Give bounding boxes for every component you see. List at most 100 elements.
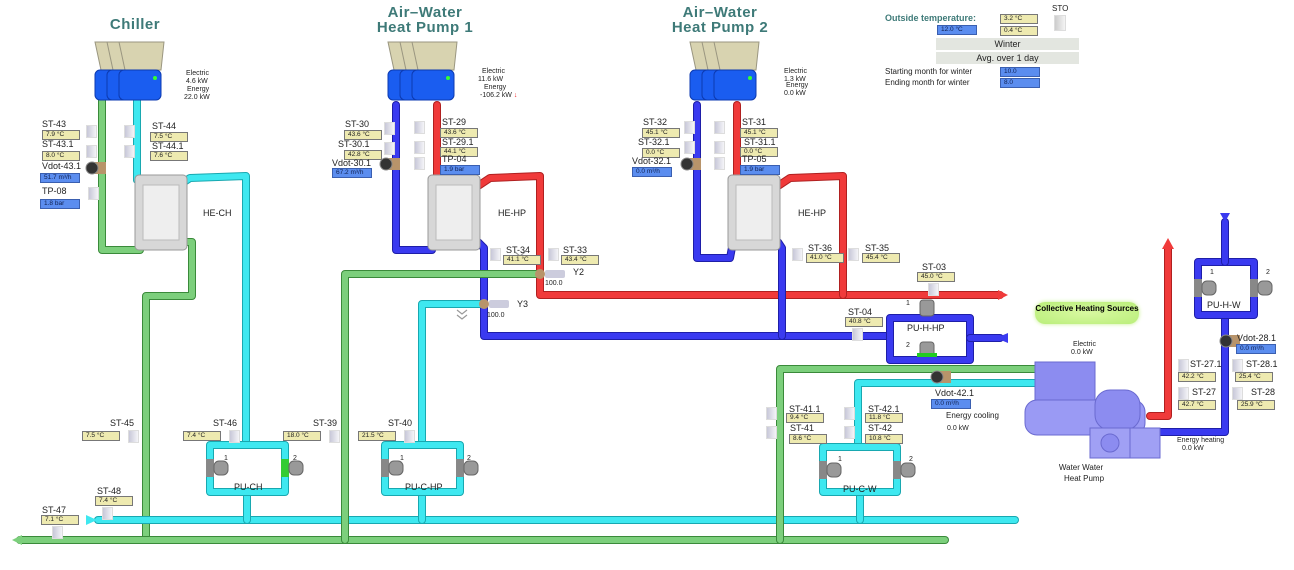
temperature-sensor-icon — [684, 121, 695, 134]
sensor-value-vdot-43-1: 51.7 m³/h — [40, 173, 80, 183]
pu-c-hp-label: PU-C-HP — [405, 482, 443, 492]
sensor-value-st-31: 45.1 °C — [740, 128, 778, 138]
sensor-label-st-32: ST-32 — [643, 117, 668, 127]
temperature-sensor-icon — [404, 430, 415, 443]
wwhp-hot-arrow-icon — [1162, 238, 1174, 249]
pu-h-hp-inlet-arrow-icon — [996, 333, 1008, 343]
start-month-input[interactable]: 10.0 — [1000, 67, 1040, 77]
sensor-label-st-28: ST-28 — [1251, 387, 1276, 397]
wwhp-hot-pipe-fill — [1147, 245, 1171, 419]
sto-sensor-icon — [1054, 15, 1066, 31]
flow-direction-icon — [456, 309, 468, 320]
header-outlet-arrow-icon — [12, 535, 22, 545]
end-month-input[interactable]: 8.0 — [1000, 78, 1040, 88]
flow-meter-icon — [930, 370, 944, 384]
pu-c-hp-pump-1-flange — [381, 459, 389, 477]
sensor-value-st-29: 43.6 °C — [440, 128, 478, 138]
return-water-header-fill — [475, 239, 893, 339]
hp1-unit-fan-housing — [411, 41, 458, 71]
sensor-label-st-44: ST-44 — [152, 121, 177, 131]
hp2-electric-value: 1.3 kW — [784, 76, 806, 83]
sensor-value-st-43: 7.9 °C — [42, 130, 80, 140]
sensor-value-st-43-1: 8.0 °C — [42, 151, 80, 161]
chiller-unit-compressor-body — [118, 69, 162, 101]
pu-c-hp-pump-2-flange — [456, 459, 464, 477]
he-ch-cooling-pipe — [142, 238, 196, 544]
hp2-unit-status-led — [748, 76, 752, 80]
hp1-energy-label: Energy — [484, 84, 507, 91]
temperature-sensor-icon — [766, 426, 777, 439]
pu-ch-label: PU-CH — [234, 482, 263, 492]
pu-h-hp-pump-1-icon — [919, 299, 935, 317]
sensor-label-vdot-30-1: Vdot-30.1 — [332, 158, 372, 168]
y2-cooling-pipe — [341, 270, 544, 544]
sensor-label-st-43: ST-43 — [42, 119, 67, 129]
sensor-value-st-41-1: 9.4 °C — [786, 413, 824, 423]
temperature-sensor-icon — [490, 248, 501, 261]
pu-ch-pump-1-icon — [213, 460, 229, 476]
chiller-title: Chiller — [109, 16, 161, 33]
wwhp-electric-value: 0.0 kW — [1071, 349, 1093, 356]
sensor-label-st-27: ST-27 — [1192, 387, 1217, 397]
hp2-unit-compressor-body — [713, 69, 757, 101]
pu-c-hp-pump-2-number: 2 — [467, 455, 471, 462]
wwhp-label-line2: Heat Pump — [1064, 474, 1105, 483]
energy-cooling-label: Energy cooling — [946, 411, 999, 420]
sensor-label-st-35: ST-35 — [865, 243, 890, 253]
hot-header-arrow-icon — [998, 290, 1008, 300]
temperature-sensor-icon — [229, 430, 240, 443]
sensor-label-st-32-1: ST-32.1 — [638, 137, 670, 147]
temperature-sensor-icon — [766, 407, 777, 420]
sensor-label-st-30: ST-30 — [345, 119, 370, 129]
sensor-label-st-29-1: ST-29.1 — [442, 137, 474, 147]
valve-y3-value: 100.0 — [487, 312, 505, 319]
pu-ch-pump-2-flange — [281, 459, 289, 477]
sensor-value-st-27: 42.7 °C — [1178, 400, 1216, 410]
temperature-sensor-icon — [414, 121, 425, 134]
hot-water-header-fill — [475, 173, 1003, 298]
outside-temp-value-b: 0.4 °C — [1000, 26, 1038, 36]
sensor-value-st-42-1: 11.8 °C — [865, 413, 903, 423]
pu-ch-pump-2-number: 2 — [293, 455, 297, 462]
flow-meter-icon — [1219, 334, 1233, 348]
sensor-value-st-40: 21.5 °C — [358, 431, 396, 441]
outside-temp-value-a: 3.2 °C — [1000, 14, 1038, 24]
pu-c-w-label: PU-C-W — [843, 484, 877, 494]
sensor-value-st-35: 45.4 °C — [862, 253, 900, 263]
energy-heating-value: 0.0 kW — [1182, 445, 1204, 452]
sensor-value-st-39: 18.0 °C — [283, 431, 321, 441]
sensor-label-st-33: ST-33 — [563, 245, 588, 255]
sensor-value-vdot-30-1: 67.2 m³/h — [332, 168, 372, 178]
pu-ch-pump-1-flange — [206, 459, 214, 477]
he-ch-plate — [142, 184, 180, 241]
pu-c-w-pump-1-flange — [819, 461, 827, 479]
sensor-label-vdot-28-1: Vdot-28.1 — [1237, 333, 1277, 343]
sensor-value-st-34: 41.1 °C — [503, 255, 541, 265]
sensor-label-tp-08: TP-08 — [42, 186, 67, 196]
pu-h-w-label: PU-H-W — [1207, 300, 1241, 310]
down-arrow-icon: ↓ — [513, 92, 518, 99]
sensor-label-st-41: ST-41 — [790, 423, 815, 433]
he-ch-cooling-pipe-fill — [143, 239, 195, 543]
hp2-energy-label: Energy — [786, 82, 809, 89]
sensor-value-st-42: 10.8 °C — [865, 434, 903, 444]
hp1-title-line2: Heat Pump 1 — [376, 19, 474, 36]
temperature-sensor-icon — [844, 426, 855, 439]
season-indicator: Winter — [936, 38, 1079, 50]
sensor-label-st-39: ST-39 — [313, 418, 338, 428]
temperature-sensor-icon — [414, 141, 425, 154]
pu-h-hp-pump-2-run-indicator — [917, 353, 937, 357]
temperature-sensor-icon — [128, 430, 139, 443]
sensor-label-st-43-1: ST-43.1 — [42, 139, 74, 149]
flow-meter-icon — [85, 161, 99, 175]
energy-cooling-value: 0.0 kW — [947, 425, 969, 432]
hp1-unit-compressor-body — [411, 69, 455, 101]
he-hp2-label: HE-HP — [798, 208, 827, 218]
sensor-value-st-03: 45.0 °C — [917, 272, 955, 282]
